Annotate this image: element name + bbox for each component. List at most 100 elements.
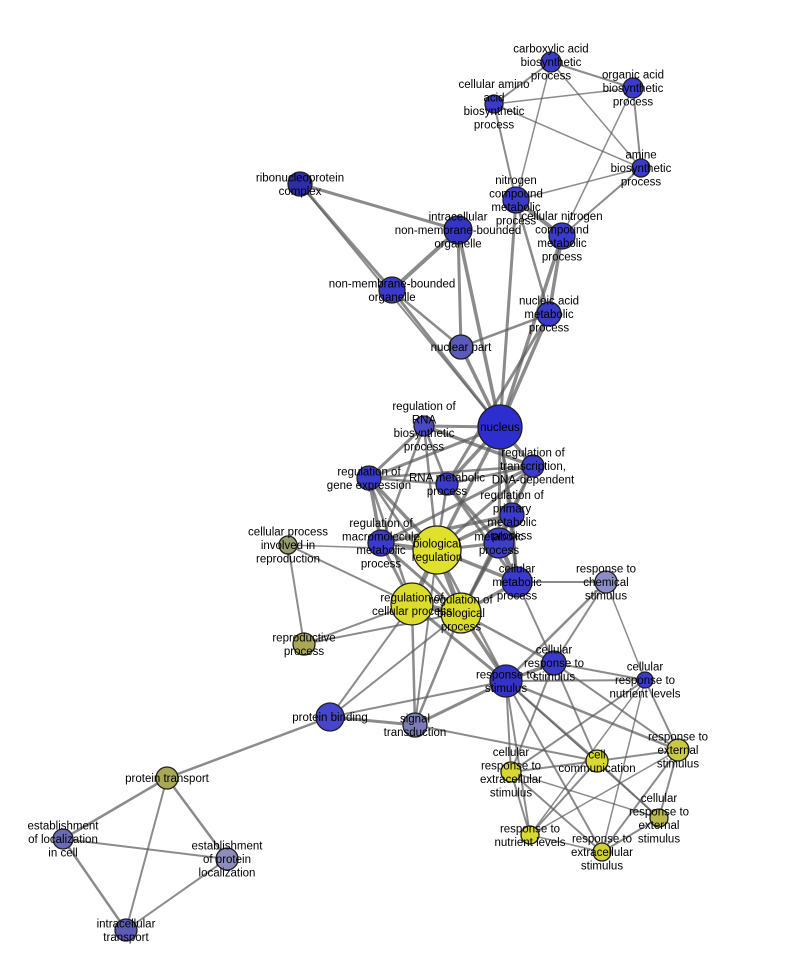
graph-node-n16[interactable]: RNA metabolic process (435, 472, 459, 496)
graph-edge (303, 612, 462, 645)
graph-edge (62, 838, 228, 860)
graph-edge (390, 288, 463, 349)
graph-node-n4[interactable]: amine biosynthetic process (631, 158, 651, 178)
graph-edge (553, 662, 679, 751)
graph-node-n6[interactable]: cellular nitrogen compound metabolic pro… (548, 222, 576, 250)
graph-node-n12[interactable]: nucleus (477, 404, 523, 450)
graph-node-n31[interactable]: cell communication (585, 749, 609, 773)
graph-edge (414, 549, 438, 726)
graph-node-n29[interactable]: cellular response to nutrient levels (636, 671, 654, 689)
graph-edge (529, 749, 679, 836)
graph-node-n33[interactable]: cellular response to external stimulus (649, 808, 669, 828)
nodes-layer: carboxylic acid biosynthetic process orga… (52, 51, 690, 942)
graph-node-n38[interactable]: protein transport (155, 766, 179, 790)
graph-node-n13[interactable]: regulation of RNA biosynthetic process (413, 415, 435, 437)
graph-node-n21[interactable]: cellular metabolic process (501, 566, 533, 598)
graph-edge (329, 680, 507, 718)
graph-node-n25[interactable]: reproductive process (292, 632, 316, 656)
graph-node-n18[interactable]: regulation of primary metabolic process (499, 502, 525, 528)
graph-edge (529, 760, 598, 836)
graph-edge (414, 724, 598, 762)
graph-node-n34[interactable]: response to nutrient levels (520, 825, 540, 845)
graph-node-n9[interactable]: non-membrane-bounded organelle (378, 276, 406, 304)
graph-node-n10[interactable]: nucleic acid metabolic process (536, 301, 562, 327)
graph-edge (601, 817, 660, 853)
graph-node-n22[interactable]: regulation of cellular process (390, 582, 434, 626)
graph-node-n26[interactable]: response to chemical stimulus (594, 570, 618, 594)
graph-node-n1[interactable]: carboxylic acid biosynthetic process (540, 51, 562, 73)
graph-node-n7[interactable]: ribonucleoprotein complex (287, 171, 313, 197)
graph-edge (504, 580, 608, 683)
graph-edge (367, 464, 535, 480)
graph-edge (493, 87, 634, 105)
graph-node-n20[interactable]: biological regulation (412, 525, 462, 575)
graph-node-n41[interactable]: intracellular transport (114, 918, 138, 942)
graph-node-n3[interactable]: cellular amino acid biosynthetic process (484, 94, 504, 114)
edges-layer (61, 61, 680, 932)
graph-edge (413, 679, 508, 727)
graph-edge (445, 312, 551, 486)
graph-edge (510, 679, 646, 773)
graph-node-n5[interactable]: nitrogen compound metabolic process (502, 186, 530, 214)
graph-edge (287, 544, 305, 645)
graph-node-n28[interactable]: response to stimulus (489, 664, 523, 698)
graph-edge (456, 228, 502, 429)
graph-node-n14[interactable]: regulation of transcription, DNA-depende… (521, 454, 545, 478)
graph-node-n15[interactable]: regulation of gene expression (356, 465, 382, 491)
graph-node-n32[interactable]: cellular response to extracellular stimu… (500, 761, 522, 783)
graph-edge (561, 167, 642, 237)
graph-node-n8[interactable]: intracellular non-membrane-bounded organ… (443, 215, 473, 245)
graph-edge (61, 776, 169, 841)
graph-edge (165, 715, 332, 780)
graph-edge (390, 228, 460, 292)
graph-edge (505, 679, 646, 682)
graph-node-n36[interactable]: protein binding (315, 702, 345, 732)
graph-edge (390, 288, 502, 429)
graph-node-n23[interactable]: regulation of biological process (440, 592, 482, 634)
graph-edge (445, 482, 519, 584)
graph-node-n37[interactable]: signal transduction (402, 712, 428, 738)
graph-edge (287, 544, 438, 551)
graph-node-n24[interactable]: cellular process involved in reproductio… (278, 535, 298, 555)
graph-edge (165, 776, 229, 861)
graph-node-n39[interactable]: establishment of localization in cell (52, 828, 74, 850)
graph-node-n19[interactable]: metabolic process (483, 527, 515, 559)
graph-node-n40[interactable]: establishment of protein localization (215, 847, 239, 871)
graph-edge (329, 603, 413, 718)
graph-edge (329, 612, 462, 718)
graph-edge (456, 228, 463, 349)
graph-edge (550, 61, 642, 169)
graph-edge (287, 544, 413, 605)
graph-edge (367, 476, 449, 486)
graph-node-n30[interactable]: response to external stimulus (666, 738, 690, 762)
graph-node-n35[interactable]: response to extracellular stimulus (592, 842, 612, 862)
graph-edge (658, 749, 679, 819)
graph-edge (125, 858, 228, 931)
graph-node-n2[interactable]: organic acid biosynthetic process (622, 77, 644, 99)
graph-node-n11[interactable]: nuclear part (448, 334, 474, 360)
graph-node-n17[interactable]: regulation of macromolecule metabolic pr… (367, 529, 395, 557)
graph-edge (505, 680, 531, 836)
graph-node-n27[interactable]: cellular response to stimulus (541, 650, 567, 676)
graph-edge (510, 760, 598, 773)
